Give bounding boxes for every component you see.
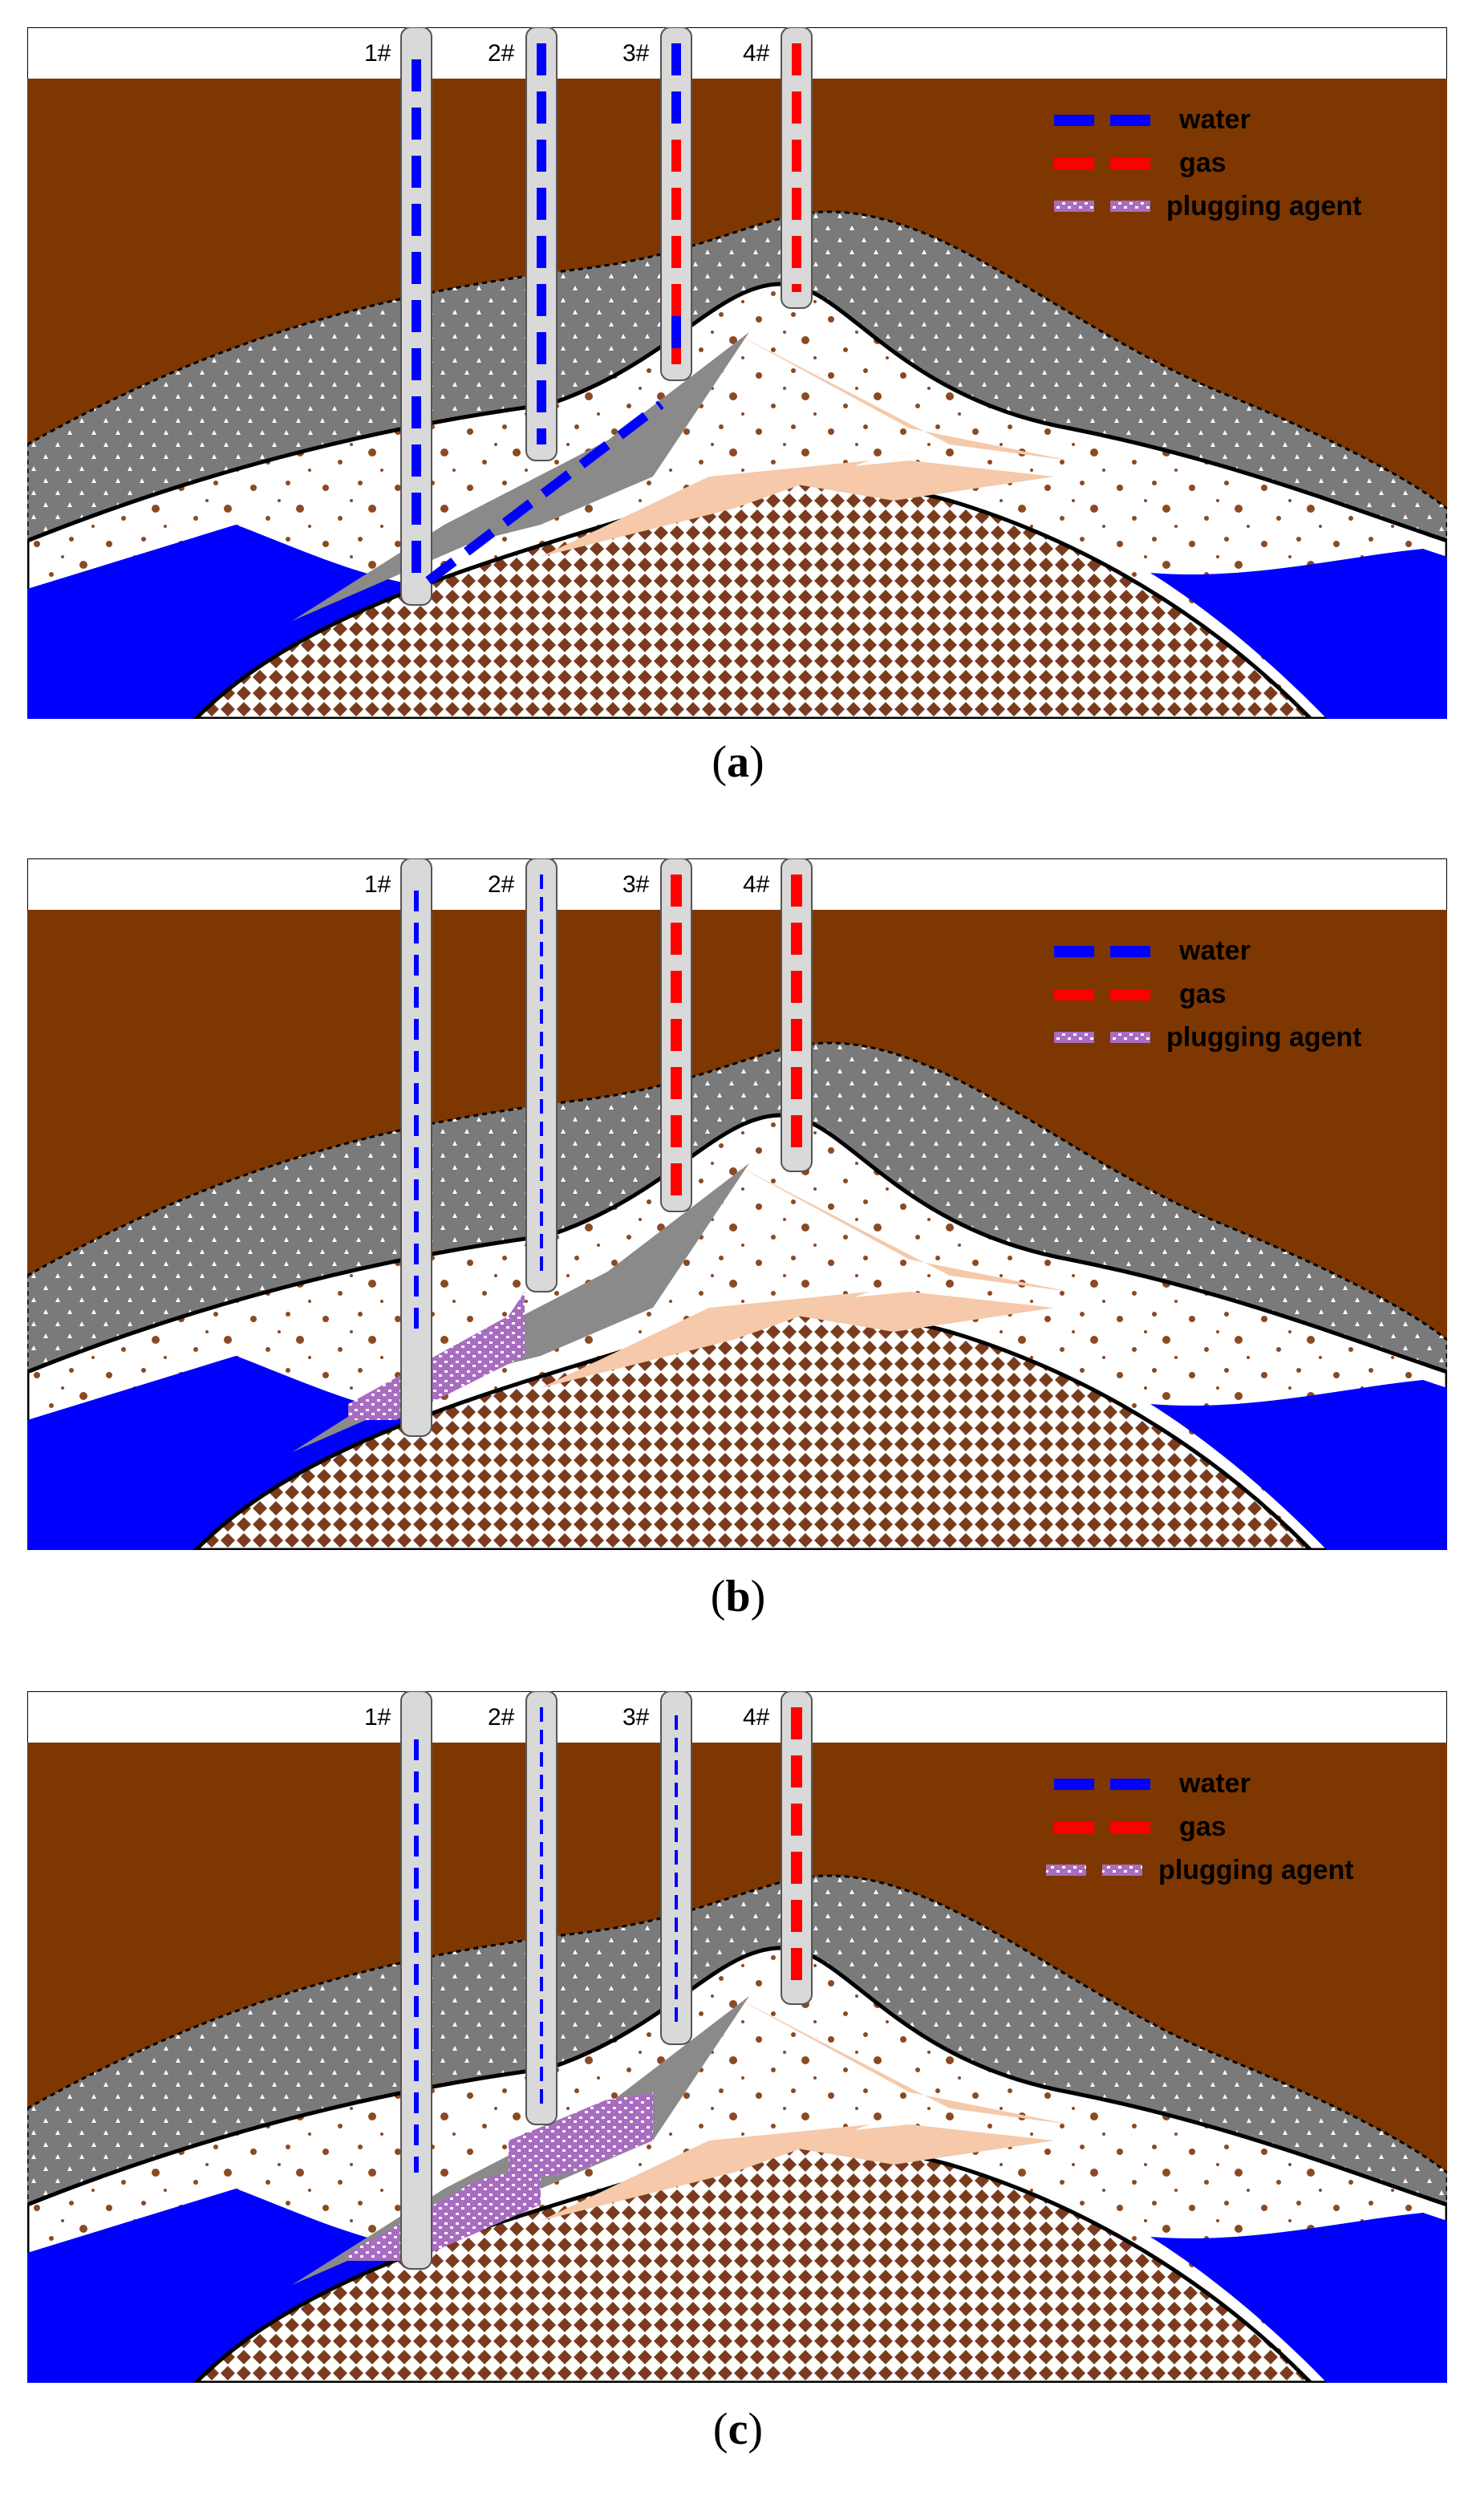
well-label-2: 2# bbox=[488, 871, 515, 898]
legend-label-water: water bbox=[1178, 104, 1251, 135]
well-label-1: 1# bbox=[364, 40, 391, 67]
panel-a: 1# 2# 3# 4# water gas plugging agent bbox=[27, 27, 1447, 719]
plugging-agent-zone bbox=[348, 1292, 525, 1420]
legend-label-gas: gas bbox=[1179, 979, 1227, 1009]
well-3 bbox=[660, 1691, 692, 2045]
fracture-peach-2 bbox=[541, 2124, 870, 2221]
legend-label-gas: gas bbox=[1179, 1812, 1227, 1842]
well-label-3: 3# bbox=[622, 1704, 650, 1731]
legend-label-gas: gas bbox=[1179, 148, 1227, 178]
well-2 bbox=[525, 858, 558, 1292]
caption-b: (b) bbox=[710, 1572, 766, 1621]
legend: water gas plugging agent bbox=[1046, 1768, 1354, 1885]
legend-swatch-plug-2 bbox=[1110, 1032, 1150, 1043]
aquifer-left bbox=[27, 525, 444, 719]
reservoir-diagram-c: 1# 2# 3# 4# water gas plugging agent bbox=[27, 1691, 1447, 2383]
fracture-peach-3 bbox=[749, 2124, 1054, 2165]
legend-label-plugging-agent: plugging agent bbox=[1166, 191, 1362, 221]
aquifer-left bbox=[27, 1356, 444, 1550]
well-label-2: 2# bbox=[488, 40, 515, 67]
reservoir-diagram-b: 1# 2# 3# 4# water gas plugging agent bbox=[27, 858, 1447, 1550]
legend: water gas plugging agent bbox=[1054, 104, 1362, 221]
legend-label-water: water bbox=[1178, 935, 1251, 966]
aquifer-right bbox=[1150, 1380, 1447, 1550]
well-4 bbox=[781, 27, 813, 309]
well-label-2: 2# bbox=[488, 1704, 515, 1731]
aquifer-left bbox=[27, 2189, 444, 2383]
well-label-1: 1# bbox=[364, 871, 391, 898]
well-3 bbox=[660, 858, 692, 1212]
caption-c: (c) bbox=[712, 2404, 764, 2454]
well-label-3: 3# bbox=[622, 871, 650, 898]
well-2 bbox=[525, 1691, 558, 2125]
well-1 bbox=[400, 858, 432, 1437]
aquifer-right bbox=[1150, 549, 1447, 719]
well-4 bbox=[781, 1691, 813, 2005]
plugging-agent-zone-2 bbox=[509, 2092, 653, 2181]
well-1 bbox=[400, 27, 432, 606]
fracture-peach-3 bbox=[749, 461, 1054, 501]
legend-swatch-plug-2 bbox=[1102, 1865, 1142, 1876]
legend-label-plugging-agent: plugging agent bbox=[1158, 1855, 1354, 1885]
fracture-peach-3 bbox=[749, 1292, 1054, 1332]
legend-label-plugging-agent: plugging agent bbox=[1166, 1022, 1362, 1053]
legend: water gas plugging agent bbox=[1054, 935, 1362, 1053]
well-4 bbox=[781, 858, 813, 1172]
well-3 bbox=[660, 27, 692, 381]
fracture-peach-2 bbox=[541, 1292, 870, 1388]
plugging-agent-zone-1 bbox=[348, 2165, 541, 2261]
legend-swatch-plug-1 bbox=[1046, 1865, 1086, 1876]
fracture-peach-2 bbox=[541, 461, 870, 557]
water-flow-path bbox=[425, 400, 664, 585]
well-label-4: 4# bbox=[743, 871, 770, 898]
caption-a: (a) bbox=[712, 737, 764, 787]
legend-swatch-plug-1 bbox=[1054, 1032, 1094, 1043]
panel-b: 1# 2# 3# 4# water gas plugging agent bbox=[27, 858, 1447, 1550]
well-2 bbox=[525, 27, 558, 461]
legend-swatch-plug-2 bbox=[1110, 201, 1150, 212]
well-label-3: 3# bbox=[622, 40, 650, 67]
well-label-1: 1# bbox=[364, 1704, 391, 1731]
well-label-4: 4# bbox=[743, 40, 770, 67]
well-1 bbox=[400, 1691, 432, 2270]
legend-label-water: water bbox=[1178, 1768, 1251, 1799]
panel-c: 1# 2# 3# 4# water gas plugging agent bbox=[27, 1691, 1447, 2383]
legend-swatch-plug-1 bbox=[1054, 201, 1094, 212]
well-label-4: 4# bbox=[743, 1704, 770, 1731]
reservoir-diagram-a: 1# 2# 3# 4# water gas plugging agent bbox=[27, 27, 1447, 719]
fracture-grey-2 bbox=[476, 1163, 749, 1372]
aquifer-right bbox=[1150, 2213, 1447, 2383]
